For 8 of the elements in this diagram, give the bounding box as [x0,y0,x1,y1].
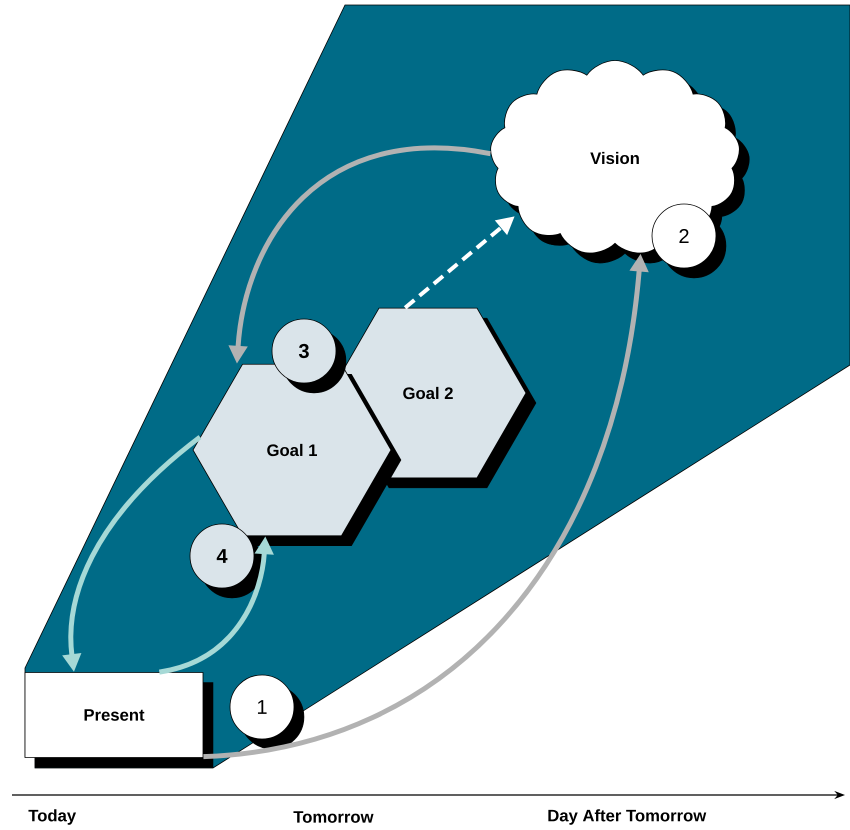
callout-number: 3 [272,318,346,394]
process-box: Present [24,672,214,768]
axis-label: Day After Tomorrow [548,809,706,825]
axis-label: Today [28,809,76,825]
callout-number: 4 [190,524,264,598]
axis-label: Tomorrow [293,811,374,823]
callout-number: 1 [230,674,304,750]
callout-number: 2 [652,204,726,278]
